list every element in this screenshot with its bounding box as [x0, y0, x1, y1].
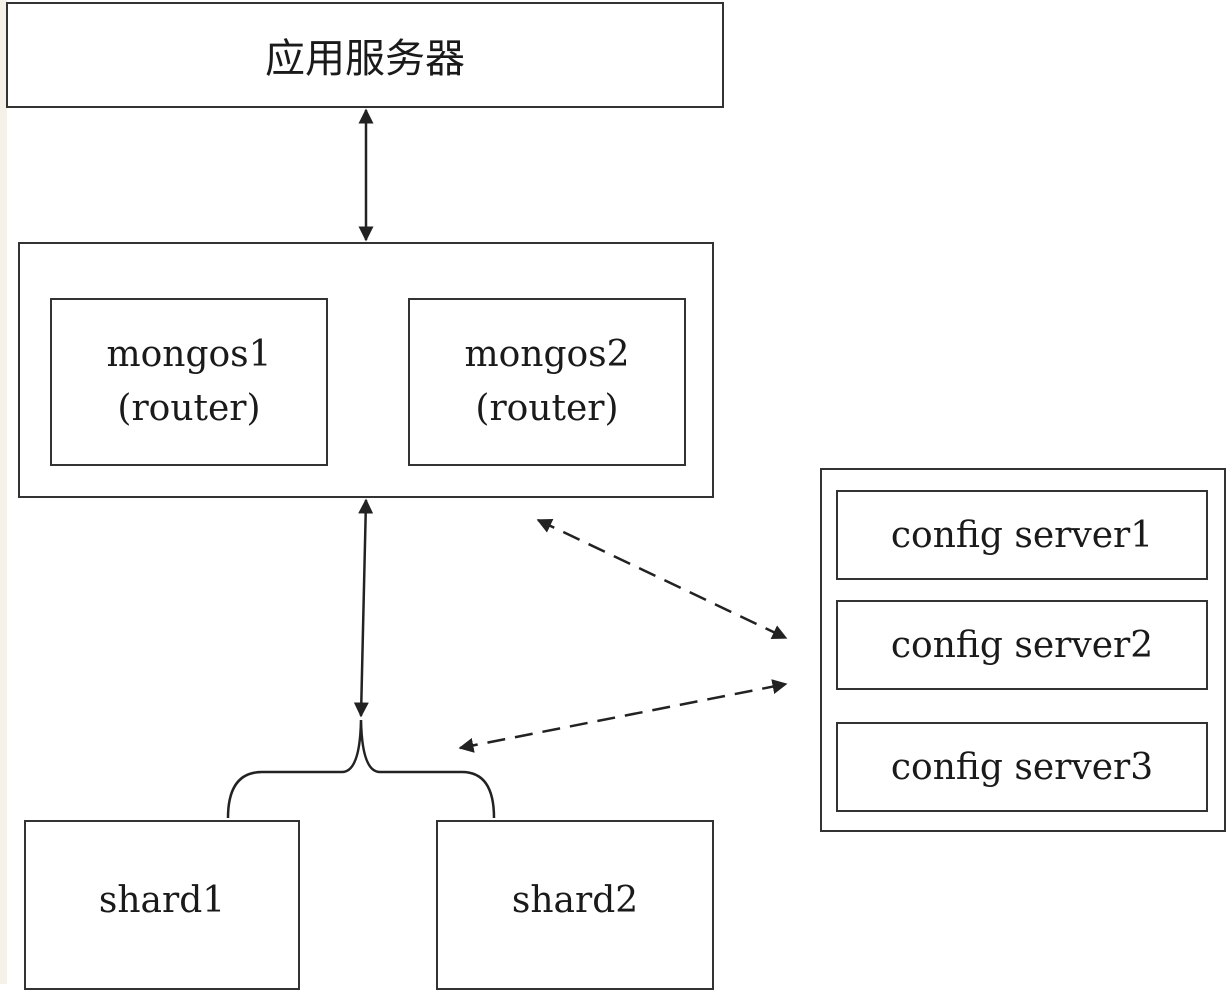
- config-server3-label: config server3: [890, 746, 1154, 788]
- mongos2-role: (router): [475, 388, 619, 429]
- shards-config-dashed-arrow: [458, 679, 788, 753]
- shard2-box: shard2: [436, 820, 714, 990]
- shards-brace: [226, 719, 496, 819]
- config-server1-label: config server1: [890, 514, 1154, 556]
- app-server-box: 应用服务器: [6, 2, 724, 108]
- router-config-dashed-arrow: [536, 518, 788, 640]
- config-server1-box: config server1: [836, 490, 1208, 580]
- app-server-label: 应用服务器: [265, 36, 465, 82]
- shard1-box: shard1: [24, 820, 300, 990]
- shard2-label: shard2: [511, 880, 639, 921]
- mongos1-name: mongos1: [106, 334, 272, 375]
- router-to-shards-arrow: [353, 498, 374, 718]
- config-server2-box: config server2: [836, 600, 1208, 690]
- mongos2-name: mongos2: [464, 334, 630, 375]
- left-edge-strip: [0, 0, 7, 984]
- mongos1-box: mongos1 (router): [50, 298, 328, 466]
- config-server3-box: config server3: [836, 722, 1208, 812]
- mongos2-box: mongos2 (router): [408, 298, 686, 466]
- config-server2-label: config server2: [890, 624, 1154, 666]
- mongos1-role: (router): [117, 388, 261, 429]
- shard1-label: shard1: [98, 880, 226, 921]
